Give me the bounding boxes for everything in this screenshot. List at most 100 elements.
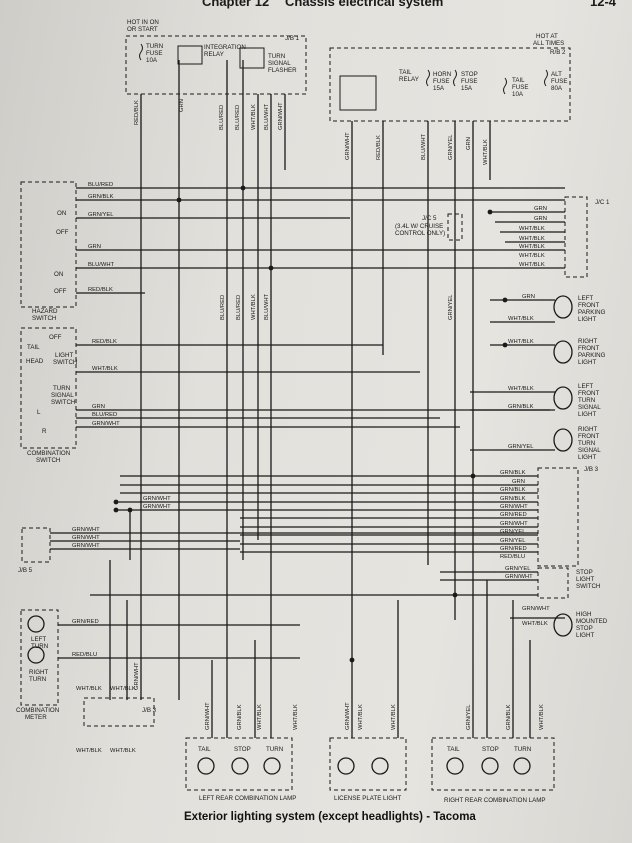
hazard-off-2: OFF — [54, 288, 67, 295]
vw-12: GRN — [466, 137, 472, 150]
wire-jc-2: GRN — [534, 216, 547, 222]
alt-label-3: 80A — [551, 85, 563, 92]
stop-fuse — [453, 69, 457, 87]
combo-head: HEAD — [26, 358, 44, 365]
wire-j5-1: GRN/WHT — [143, 496, 171, 502]
wire-jc-1: GRN — [534, 206, 547, 212]
rft-1: RIGHT — [578, 426, 597, 433]
stop-fuse-label-2: FUSE — [461, 78, 478, 85]
jc5-label-2: (3.4L W/ CRUISE — [395, 223, 443, 230]
jc5-label-3: CONTROL ONLY) — [395, 230, 445, 237]
hazard-on-1: ON — [57, 210, 66, 217]
rft-3: TURN — [578, 440, 595, 447]
left-turn-bulb — [263, 757, 281, 775]
bw-3: WHT/BLK — [257, 704, 263, 730]
wire-st-3: GRN/WHT — [522, 606, 550, 612]
lfp-2: FRONT — [578, 302, 600, 309]
wire-mt-1: GRN/RED — [72, 619, 99, 625]
page-header: Chapter 12 Chassis electrical system 12-… — [150, 0, 630, 12]
wire-j5-2: GRN/WHT — [143, 504, 171, 510]
light-switch-2: SWITCH — [53, 359, 77, 366]
hot-at-label: HOT AT — [536, 33, 558, 40]
vertical-wire-labels: RED/BLK GRN BLU/RED BLU/RED WHT/BLK BLU/… — [134, 99, 545, 730]
lfp-1: LEFT — [578, 295, 593, 302]
figure-caption: Exterior lighting system (except headlig… — [184, 811, 476, 823]
jc5-label-1: J/C 5 — [422, 215, 437, 222]
jc1-label: J/C 1 — [595, 199, 610, 206]
wire-cb-5: GRN/WHT — [92, 421, 120, 427]
left-rear-label: LEFT REAR COMBINATION LAMP — [199, 795, 296, 802]
right-tail-bulb — [446, 757, 464, 775]
wire-mt-4: WHT/BLK — [110, 686, 136, 692]
wire-mt-5: WHT/BLK — [76, 748, 102, 754]
wire-jc-6: WHT/BLK — [519, 253, 545, 259]
bw-10: WHT/BLK — [539, 704, 545, 730]
wire-jb-6: GRN/RED — [500, 512, 527, 518]
vw-13: WHT/BLK — [483, 139, 489, 165]
r-tail: TAIL — [447, 746, 460, 753]
wire-hz-1: BLU/RED — [88, 182, 113, 188]
wire-j5-5: GRN/WHT — [72, 543, 100, 549]
hm-2: MOUNTED — [576, 618, 608, 625]
right-turn-bulb — [513, 757, 531, 775]
wire-jc-4: WHT/BLK — [519, 236, 545, 242]
left-stop-bulb — [231, 757, 249, 775]
light-switch-1: LIGHT — [55, 352, 73, 359]
vw-11: GRN/YEL — [448, 134, 454, 160]
junction-boxes — [20, 35, 588, 791]
jb1-label: J/B 1 — [285, 35, 300, 42]
alt-fuse — [544, 69, 548, 87]
wire-hz-2: GRN/BLK — [88, 194, 114, 200]
flasher-label-2: SIGNAL — [268, 60, 291, 67]
bw-8: GRN/YEL — [466, 704, 472, 730]
bw-2: GRN/BLK — [237, 704, 243, 730]
horn-label-3: 15A — [433, 85, 445, 92]
page-number: 12-4 — [590, 0, 617, 9]
wire-jc-3: WHT/BLK — [519, 226, 545, 232]
lfp-3: PARKING — [578, 309, 606, 316]
horn-label-1: HORN — [433, 71, 451, 78]
hm-3: STOP — [576, 625, 593, 632]
wire-lt-1: GRN — [522, 294, 535, 300]
tail-relay-label-2: RELAY — [399, 76, 419, 83]
wire-jb-5: GRN/WHT — [500, 504, 528, 510]
tail-relay-label-1: TAIL — [399, 69, 412, 76]
meter-right-1: RIGHT — [29, 669, 48, 676]
horn-fuse — [426, 69, 430, 87]
wire-jb-8: GRN/YEL — [500, 529, 526, 535]
wire-jb-10: GRN/RED — [500, 546, 527, 552]
lft-5: LIGHT — [578, 411, 596, 418]
jb3-bottom-label: J/B 3 — [142, 707, 157, 714]
hazard-switch-box — [20, 181, 77, 308]
wire-hz-4: GRN — [88, 244, 101, 250]
bw-1: GRN/WHT — [205, 702, 211, 730]
vw-8: GRN/WHT — [345, 132, 351, 160]
wire-lt-2: WHT/BLK — [508, 316, 534, 322]
wire-j5-4: GRN/WHT — [72, 535, 100, 541]
wire-mt-3: WHT/BLK — [76, 686, 102, 692]
wire-st-4: WHT/BLK — [522, 621, 548, 627]
jb5-box — [21, 527, 51, 563]
wire-lt-6: GRN/YEL — [508, 444, 534, 450]
combo-label-1: COMBINATION — [27, 450, 70, 457]
wire-jb-3: GRN/BLK — [500, 487, 526, 493]
rfp-4: LIGHT — [578, 359, 596, 366]
tail-relay — [339, 75, 377, 111]
wire-jb-1: GRN/BLK — [500, 470, 526, 476]
turn-fuse-label-1: TURN — [146, 43, 163, 50]
bw-9: GRN/BLK — [506, 704, 512, 730]
l-tail: TAIL — [198, 746, 211, 753]
wire-cb-3: GRN — [92, 404, 105, 410]
wire-jb-9: GRN/YEL — [500, 538, 526, 544]
right-front-turn-bulb — [553, 428, 573, 452]
jc1-box — [564, 196, 588, 278]
alt-label-1: ALT — [551, 71, 562, 78]
wire-mt-6: WHT/BLK — [110, 748, 136, 754]
wire-jb-2: GRN — [512, 479, 525, 485]
rft-2: FRONT — [578, 433, 600, 440]
wire-cb-1: RED/BLK — [92, 339, 117, 345]
right-turn-indicator — [27, 646, 45, 664]
license-label: LICENSE PLATE LIGHT — [334, 795, 401, 802]
